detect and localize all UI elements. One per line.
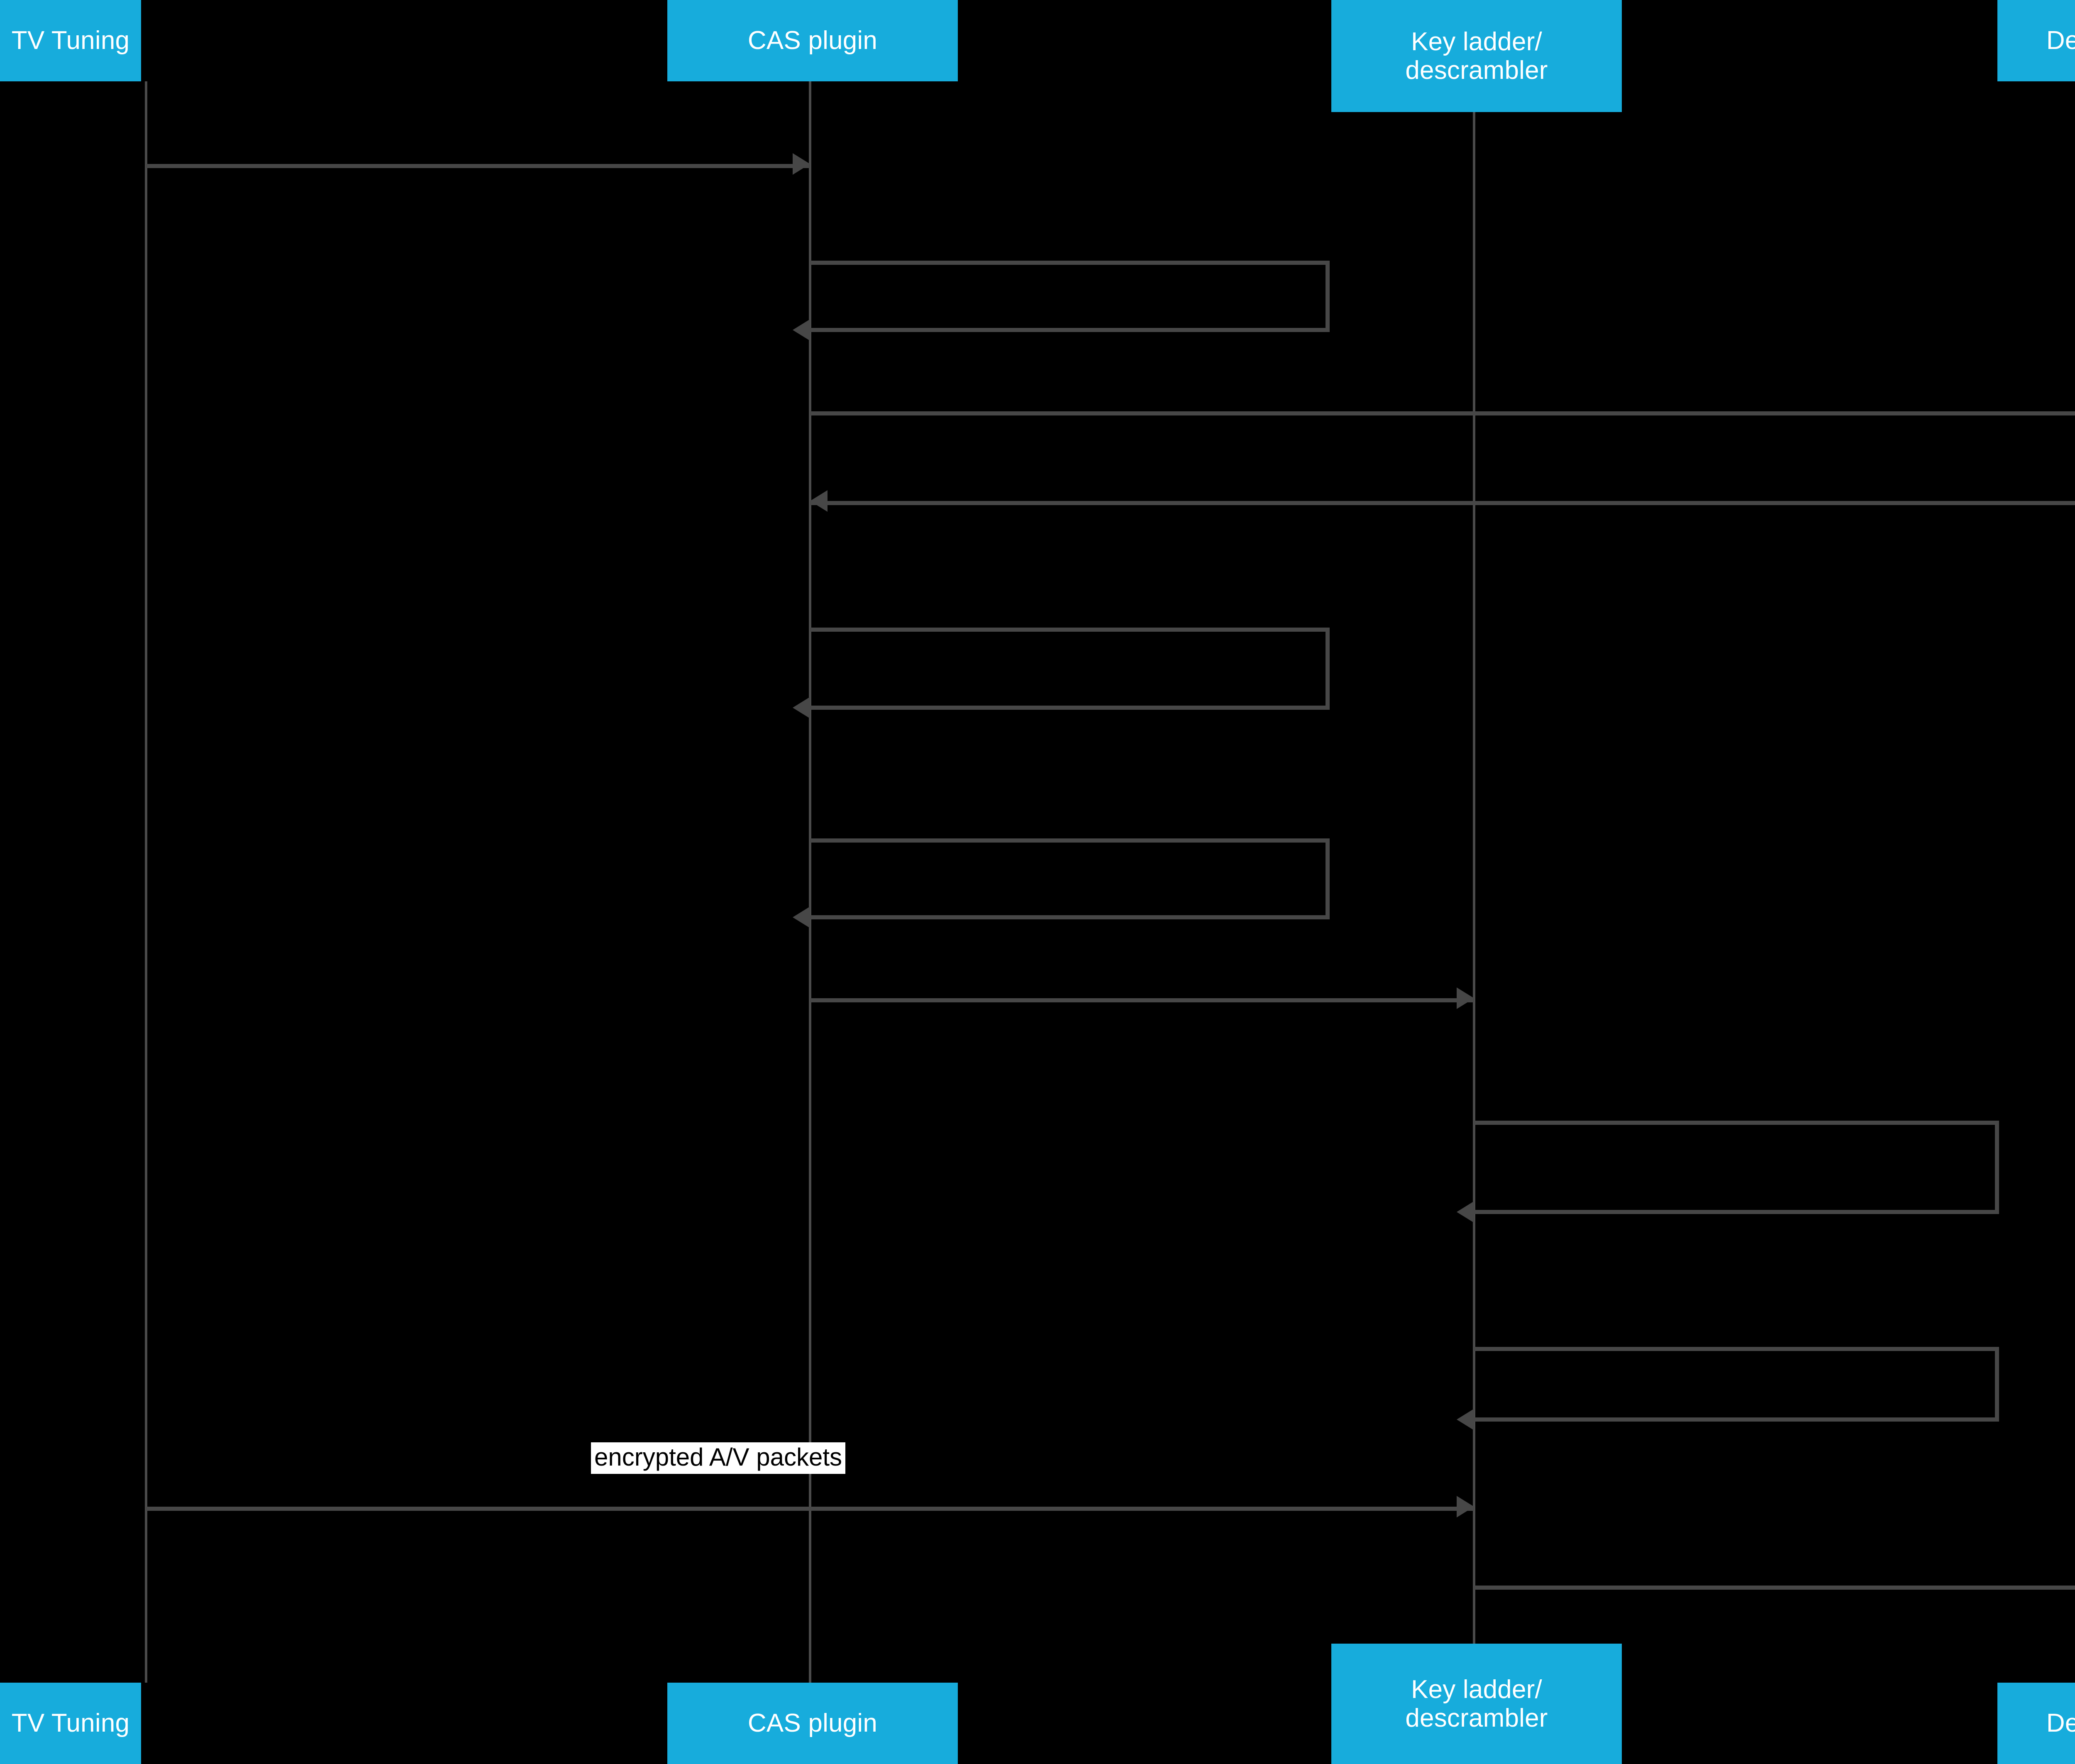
participant-label: TV Tuning (11, 1709, 130, 1738)
self-call-m6[interactable] (810, 838, 1330, 919)
self-call-m8[interactable] (1474, 1121, 1999, 1214)
message-line-m7[interactable] (810, 998, 1474, 1002)
message-line-m4[interactable] (810, 501, 2075, 505)
participant-tv-tuning-header[interactable]: TV Tuning (0, 0, 141, 81)
participant-key-ladder-footer[interactable]: Key ladder/ descrambler (1331, 1644, 1622, 1764)
participant-label: TV Tuning (11, 26, 130, 55)
message-line-m11[interactable] (1474, 1586, 2075, 1590)
arrowhead-left-m8 (1457, 1201, 1474, 1223)
arrowhead-left-m4 (810, 490, 828, 512)
participant-label: Key ladder/ descrambler (1405, 27, 1548, 85)
participant-cas-plugin-footer[interactable]: CAS plugin (667, 1683, 958, 1764)
arrowhead-right-m7 (1457, 987, 1474, 1009)
participant-decode-display-footer[interactable]: Decode, display (1997, 1683, 2075, 1764)
self-call-m9[interactable] (1474, 1347, 1999, 1422)
self-call-m5[interactable] (810, 628, 1330, 710)
message-line-m10[interactable] (146, 1507, 1474, 1511)
arrowhead-left-m6 (793, 906, 810, 928)
arrowhead-left-m2 (793, 319, 810, 341)
participant-label: Decode, display (2046, 26, 2075, 55)
lifeline-cas-plugin (809, 81, 811, 1683)
arrowhead-right-m10 (1457, 1496, 1474, 1517)
participant-label: CAS plugin (747, 1709, 878, 1738)
lifeline-key-ladder (1473, 112, 1475, 1644)
arrowhead-left-m9 (1457, 1409, 1474, 1430)
participant-cas-plugin-header[interactable]: CAS plugin (667, 0, 958, 81)
participant-label: Decode, display (2046, 1709, 2075, 1738)
participant-label: CAS plugin (747, 26, 878, 55)
participant-key-ladder-header[interactable]: Key ladder/ descrambler (1331, 0, 1622, 112)
lifeline-tv-tuning (145, 81, 147, 1683)
participant-tv-tuning-footer[interactable]: TV Tuning (0, 1683, 141, 1764)
message-label-m10: encrypted A/V packets (591, 1442, 846, 1474)
message-line-m1[interactable] (146, 164, 810, 168)
arrowhead-right-m1 (793, 153, 810, 175)
message-line-m3[interactable] (810, 411, 2075, 415)
self-call-m2[interactable] (810, 261, 1330, 332)
participant-label: Key ladder/ descrambler (1405, 1675, 1548, 1732)
participant-decode-display-header[interactable]: Decode, display (1997, 0, 2075, 81)
arrowhead-left-m5 (793, 697, 810, 718)
